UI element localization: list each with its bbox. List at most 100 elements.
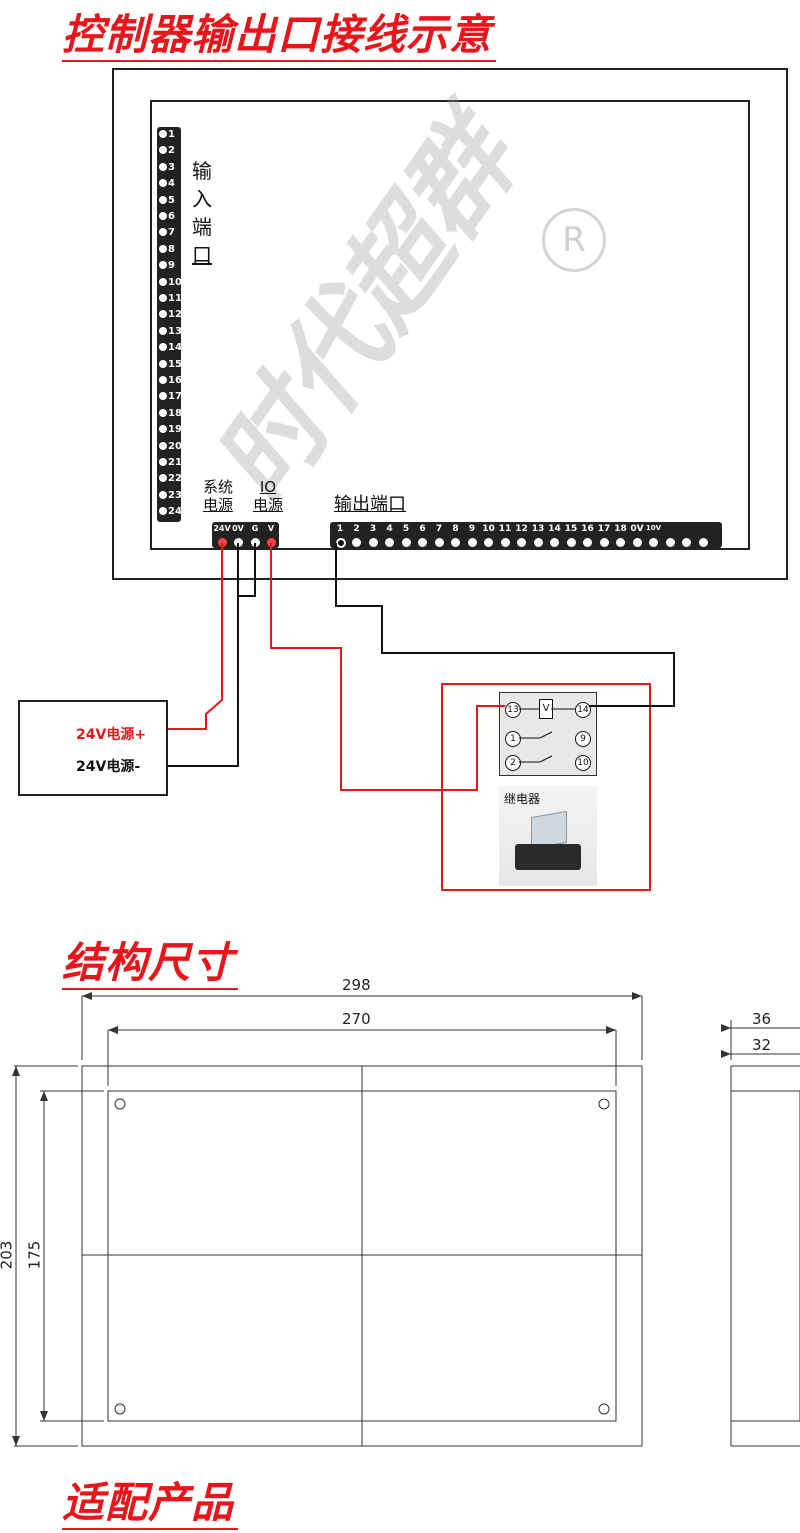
output-pin-label: 16 <box>581 524 594 534</box>
input-pin: 20 <box>159 441 182 452</box>
io-power-label: IO 电源 <box>248 478 288 514</box>
output-pin-label: 11 <box>498 524 512 534</box>
input-pin-label: 23 <box>168 489 182 501</box>
output-pin-dot <box>517 538 526 547</box>
pin-dot <box>159 441 167 450</box>
wire-24v-positive <box>168 543 223 730</box>
input-pin: 3 <box>159 161 175 173</box>
wire-output-1 <box>335 543 675 707</box>
input-pin: 19 <box>159 425 182 435</box>
input-pin: 22 <box>159 474 182 484</box>
dimensions-heading: 结构尺寸 <box>62 938 239 990</box>
input-port-char: 端 <box>192 215 212 239</box>
pin-dot <box>159 425 167 434</box>
input-port-char: 入 <box>192 187 212 211</box>
output-pin-label: 6 <box>419 524 426 534</box>
pin-dot <box>159 392 167 401</box>
output-pin-dot <box>599 538 609 547</box>
wire-io-v <box>270 543 505 791</box>
input-pin-label: 12 <box>168 309 182 321</box>
input-pin: 18 <box>159 407 182 419</box>
pin-dot <box>159 326 167 335</box>
pin-dot <box>159 162 167 171</box>
input-pin-label: 14 <box>168 342 182 354</box>
power-terminal-dot <box>234 538 243 547</box>
pin-dot <box>159 277 167 286</box>
relay-box <box>441 683 651 891</box>
input-pin: 2 <box>159 146 175 156</box>
pin-dot <box>159 195 167 204</box>
power-terminal-dot <box>251 538 260 547</box>
system-power-line1: 系统 <box>202 478 233 496</box>
input-pin: 1 <box>159 130 175 140</box>
input-pin-label: 16 <box>168 375 182 386</box>
controller-outer-frame <box>112 68 788 580</box>
power-supply-box <box>18 700 168 796</box>
input-pin: 10 <box>159 277 182 288</box>
output-pin-dot <box>467 538 477 547</box>
output-pin-dot <box>616 538 625 547</box>
pin-dot <box>159 212 167 220</box>
wiring-heading: 控制器输出口接线示意 <box>62 10 497 62</box>
pin-dot <box>159 228 167 237</box>
mount-hole-icon <box>598 1403 610 1415</box>
controller-screen <box>150 100 750 550</box>
relay-socket-shape <box>515 844 581 870</box>
output-pin-label: 15 <box>564 524 578 534</box>
power-terminal-dot <box>218 538 227 547</box>
output-pin-label: 4 <box>386 524 393 534</box>
input-port-char: 口 <box>192 243 212 267</box>
pin-dot <box>159 310 167 319</box>
power-terminal-0v: 0V <box>232 524 244 533</box>
output-pin-dot <box>682 538 691 547</box>
pin-dot <box>159 261 167 270</box>
output-pin-label: 7 <box>435 524 443 534</box>
relay-caption: 继电器 <box>504 792 541 806</box>
relay-pin-9: 9 <box>575 731 591 747</box>
pin-dot <box>159 376 167 384</box>
pin-dot <box>159 294 167 302</box>
pin-dot <box>159 244 167 253</box>
relay-contact-2-10 <box>519 755 553 763</box>
output-pin-label: 10V <box>645 524 662 532</box>
input-pin-label: 17 <box>168 391 182 403</box>
output-pin-dot <box>368 538 378 547</box>
wire-g-bridge <box>238 543 256 597</box>
input-pin: 24 <box>159 507 182 517</box>
wire-0v-negative <box>168 543 239 767</box>
output-pin-dot <box>698 538 708 547</box>
output-pin-dot <box>550 538 559 547</box>
input-pin: 8 <box>159 243 175 255</box>
input-pin-label: 18 <box>168 407 182 419</box>
relay-pin-2: 2 <box>505 755 521 771</box>
input-pin-label: 4 <box>168 178 175 190</box>
output-port-label: 输出端口 <box>334 494 406 515</box>
input-pin-label: 8 <box>168 243 175 255</box>
io-power-line2: 电源 <box>252 496 283 514</box>
output-pin-dot <box>583 538 592 547</box>
dim-height-inner: 175 <box>25 1240 44 1270</box>
watermark: R 时代超群 <box>190 100 690 740</box>
pin-dot <box>159 130 167 138</box>
relay-pin-14: 14 <box>575 702 591 718</box>
dim-height-outer: 203 <box>0 1240 16 1270</box>
output-pin-dot <box>418 538 427 547</box>
output-pin-label: 10 <box>482 524 495 534</box>
dim-width-inner: 270 <box>342 1010 371 1028</box>
pin-dot <box>159 359 167 368</box>
input-pin: 14 <box>159 343 182 353</box>
output-pin-dot <box>500 538 510 547</box>
output-pin-label: 8 <box>452 524 459 534</box>
dim-depth-inner: 32 <box>752 1036 772 1054</box>
pin-dot <box>159 179 167 188</box>
pin-dot <box>159 146 167 155</box>
input-pin-label: 5 <box>168 194 175 206</box>
input-pin: 12 <box>159 310 182 320</box>
psu-negative-label: 24V电源- <box>76 759 141 775</box>
input-port-char: 输 <box>192 159 212 183</box>
system-power-label: 系统 电源 <box>198 478 238 514</box>
input-pin: 16 <box>159 376 182 386</box>
input-pin-label: 3 <box>168 161 175 173</box>
system-power-line2: 电源 <box>202 496 233 514</box>
relay-pin-10: 10 <box>575 755 591 771</box>
